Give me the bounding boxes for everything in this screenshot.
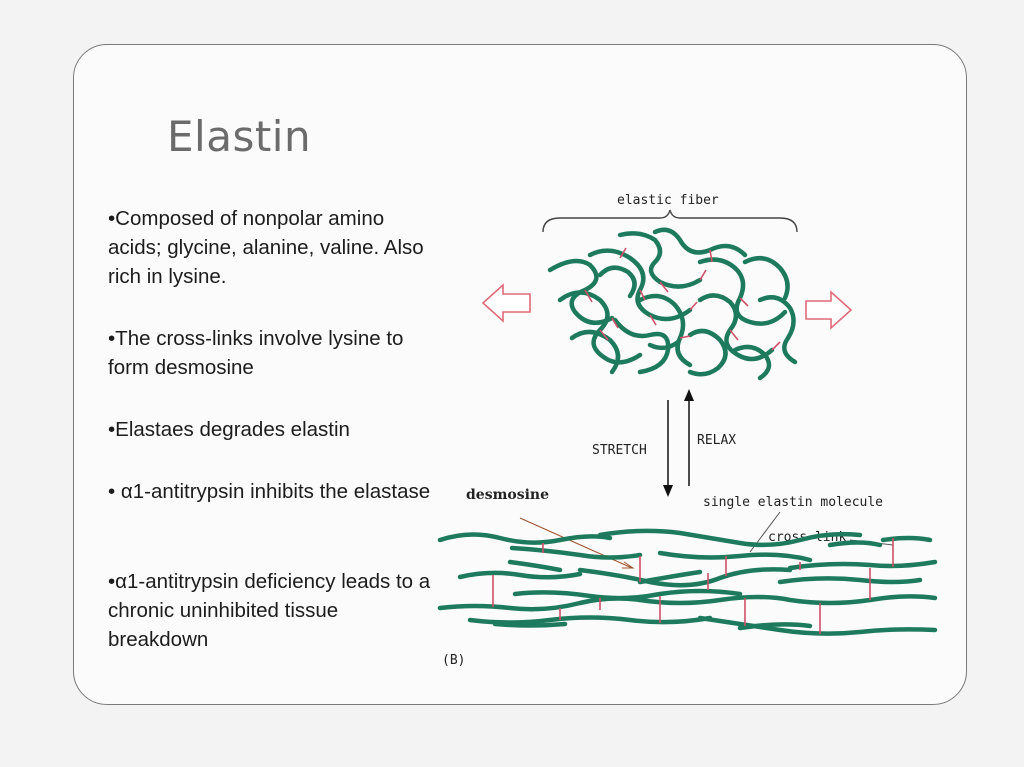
panel-label: (B) [442,653,465,668]
relaxed-fiber-network [550,230,795,378]
right-stretch-arrow [806,292,851,328]
stretch-arrowhead [663,485,673,497]
left-stretch-arrow [483,285,530,321]
desmosine-label: desmosine [466,487,549,503]
stretched-fiber-network [440,531,935,634]
single-elastin-molecule-label: single elastin molecule [703,495,883,510]
elastic-fiber-label: elastic fiber [617,193,719,208]
stretch-label: STRETCH [592,443,647,458]
relax-label: RELAX [697,433,736,448]
relax-arrowhead [684,389,694,401]
